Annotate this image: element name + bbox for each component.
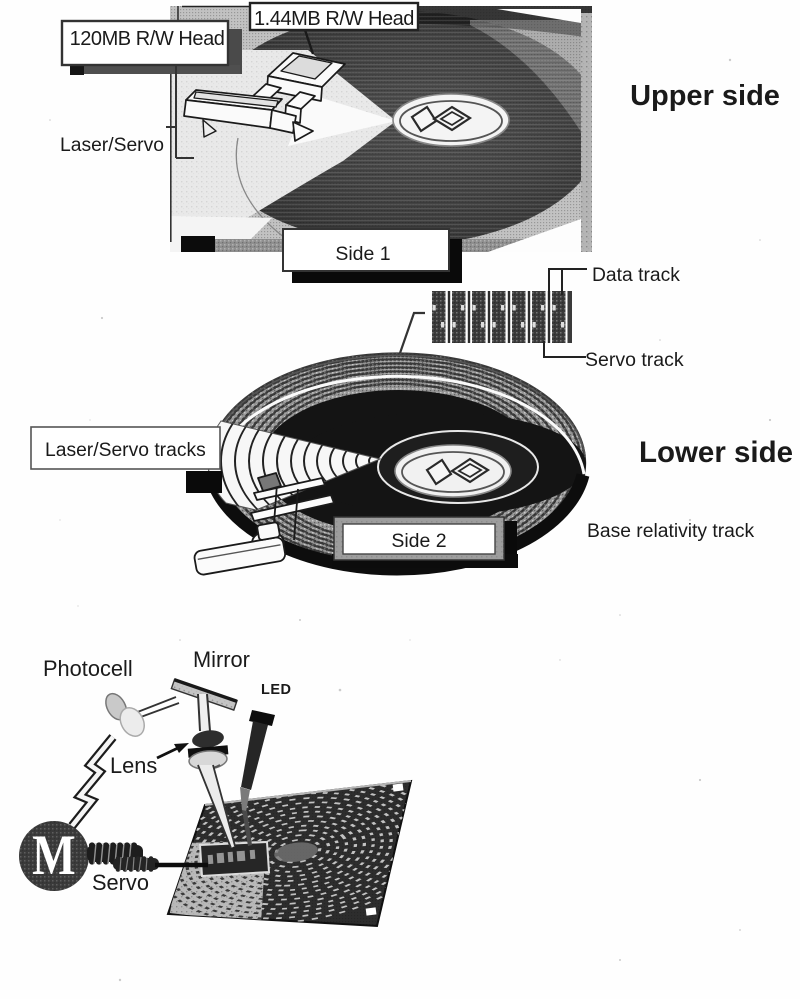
svg-text:LED: LED bbox=[261, 682, 292, 698]
svg-text:Laser/Servo tracks: Laser/Servo tracks bbox=[45, 440, 206, 461]
svg-text:Lens: Lens bbox=[110, 753, 157, 778]
svg-text:Mirror: Mirror bbox=[193, 647, 250, 672]
svg-text:Lower side: Lower side bbox=[639, 436, 793, 469]
svg-text:Data track: Data track bbox=[592, 265, 680, 286]
svg-text:Servo: Servo bbox=[92, 870, 149, 895]
svg-text:1.44MB R/W Head: 1.44MB R/W Head bbox=[254, 8, 414, 30]
svg-text:Base relativity track: Base relativity track bbox=[587, 521, 755, 542]
svg-text:Photocell: Photocell bbox=[43, 656, 133, 681]
svg-text:120MB R/W Head: 120MB R/W Head bbox=[70, 28, 225, 50]
svg-text:Side 2: Side 2 bbox=[391, 530, 446, 552]
svg-text:Side 1: Side 1 bbox=[335, 243, 390, 265]
svg-text:Upper side: Upper side bbox=[630, 80, 780, 112]
svg-text:M: M bbox=[32, 824, 75, 887]
svg-text:Servo track: Servo track bbox=[585, 349, 684, 371]
svg-text:Laser/Servo: Laser/Servo bbox=[60, 135, 164, 156]
